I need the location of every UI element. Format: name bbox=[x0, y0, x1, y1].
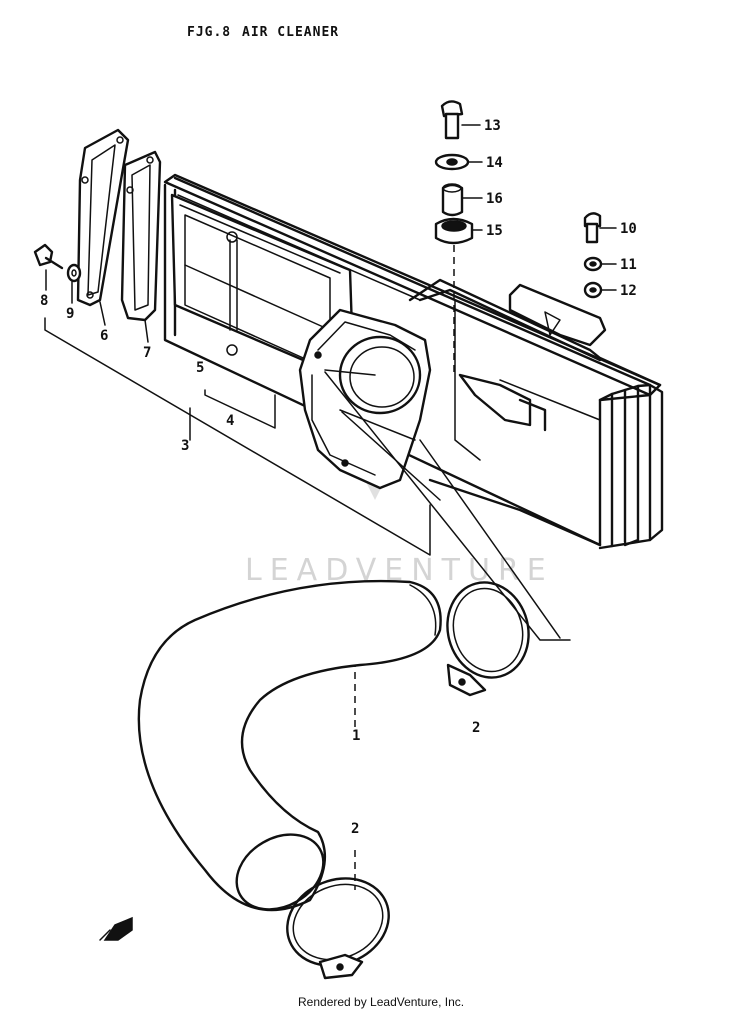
bolt-8 bbox=[33, 243, 64, 270]
nut-12 bbox=[583, 281, 617, 299]
callout-16: 16 bbox=[486, 191, 503, 207]
callout-2-lower: 2 bbox=[351, 821, 359, 837]
callout-13: 13 bbox=[484, 118, 501, 134]
front-arrow-icon bbox=[99, 916, 133, 941]
callout-labels: 13 14 16 15 10 11 12 8 9 6 7 5 4 3 2 2 1 bbox=[40, 118, 637, 837]
bolt-10 bbox=[583, 212, 617, 244]
hose-clamp-upper bbox=[446, 581, 530, 697]
intake-hose bbox=[137, 579, 442, 912]
callout-9: 9 bbox=[66, 306, 74, 322]
callout-15: 15 bbox=[486, 223, 503, 239]
gasket-6 bbox=[76, 128, 130, 307]
callout-stubs bbox=[45, 269, 149, 343]
callout-12: 12 bbox=[620, 283, 637, 299]
hose-clamp-lower bbox=[286, 877, 390, 980]
callout-6: 6 bbox=[100, 328, 108, 344]
callout-14: 14 bbox=[486, 155, 503, 171]
callout-5: 5 bbox=[196, 360, 204, 376]
spacer-16 bbox=[441, 183, 483, 217]
callout-2-upper: 2 bbox=[472, 720, 480, 736]
intake-cover bbox=[298, 308, 432, 490]
callout-4: 4 bbox=[226, 413, 234, 429]
gasket-7 bbox=[120, 150, 162, 322]
callout-11: 11 bbox=[620, 257, 637, 273]
bolt-13 bbox=[440, 100, 481, 140]
washer-14 bbox=[434, 153, 483, 171]
grommet-15 bbox=[434, 217, 483, 375]
callout-1: 1 bbox=[352, 728, 360, 744]
callout-10: 10 bbox=[620, 221, 637, 237]
washer-9 bbox=[66, 263, 82, 283]
callout-7: 7 bbox=[143, 345, 151, 361]
leader-lines bbox=[44, 317, 571, 890]
figure-title: AIR CLEANER bbox=[242, 25, 339, 40]
mounting-bracket bbox=[508, 283, 607, 347]
air-cleaner-case bbox=[163, 173, 664, 550]
figure-number: FJG.8 bbox=[187, 25, 231, 40]
callout-8: 8 bbox=[40, 293, 48, 309]
callout-3: 3 bbox=[181, 438, 189, 454]
footer-credit: Rendered by LeadVenture, Inc. bbox=[298, 995, 464, 1009]
washer-11 bbox=[583, 256, 617, 272]
